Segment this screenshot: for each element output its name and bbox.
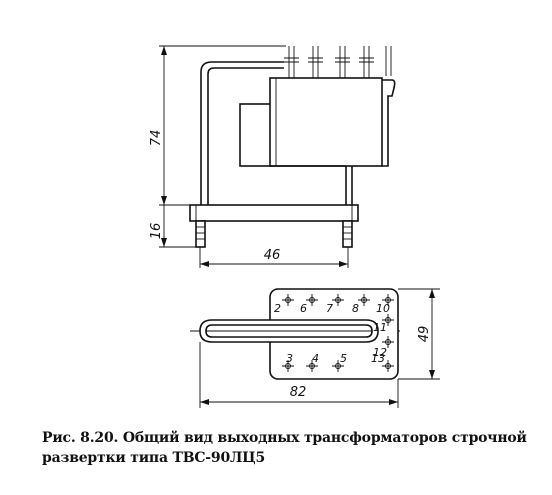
caption-line-2: развертки типа ТВС-90ЛЦ5	[42, 450, 266, 466]
pin-label-5: 5	[340, 352, 347, 365]
figure-caption: Рис. 8.20. Общий вид выходных трансформа…	[42, 428, 532, 468]
caption-line-1: Рис. 8.20. Общий вид выходных трансформа…	[42, 430, 527, 446]
dim-49-label: 49	[417, 326, 432, 343]
bottom-studs	[195, 220, 353, 248]
top-pins	[284, 46, 392, 78]
pin-label-11: 11	[373, 321, 387, 334]
pin-label-12: 12	[373, 346, 387, 359]
pin-label-13: 13	[371, 352, 385, 365]
dim-82-label: 82	[290, 385, 307, 400]
transformer-drawing: 74 16 46	[149, 45, 440, 408]
pin-label-7: 7	[326, 302, 333, 315]
dim-depth-plan: 49	[398, 288, 440, 380]
plan-view: 2 6 7 8 10 11 12 3 4 5 13 49	[190, 288, 440, 408]
dim-height-main: 74	[149, 45, 286, 206]
dim-16-label: 16	[149, 223, 164, 240]
pin-label-10: 10	[376, 302, 390, 315]
dim-width-plan: 82	[199, 342, 399, 408]
pin-label-6: 6	[300, 302, 307, 315]
pin-label-3: 3	[286, 352, 293, 365]
dim-height-base: 16	[149, 205, 196, 248]
pin-label-2: 2	[274, 302, 281, 315]
front-view: 74 16 46	[149, 45, 396, 268]
pin-label-8: 8	[352, 302, 359, 315]
dim-width-front: 46	[199, 247, 349, 268]
dim-74-label: 74	[149, 130, 164, 147]
pin-holes	[282, 294, 394, 372]
pin-label-4: 4	[312, 352, 319, 365]
pin-labels: 2 6 7 8 10 11 12 3 4 5 13	[274, 302, 390, 365]
dim-46-label: 46	[264, 248, 281, 263]
